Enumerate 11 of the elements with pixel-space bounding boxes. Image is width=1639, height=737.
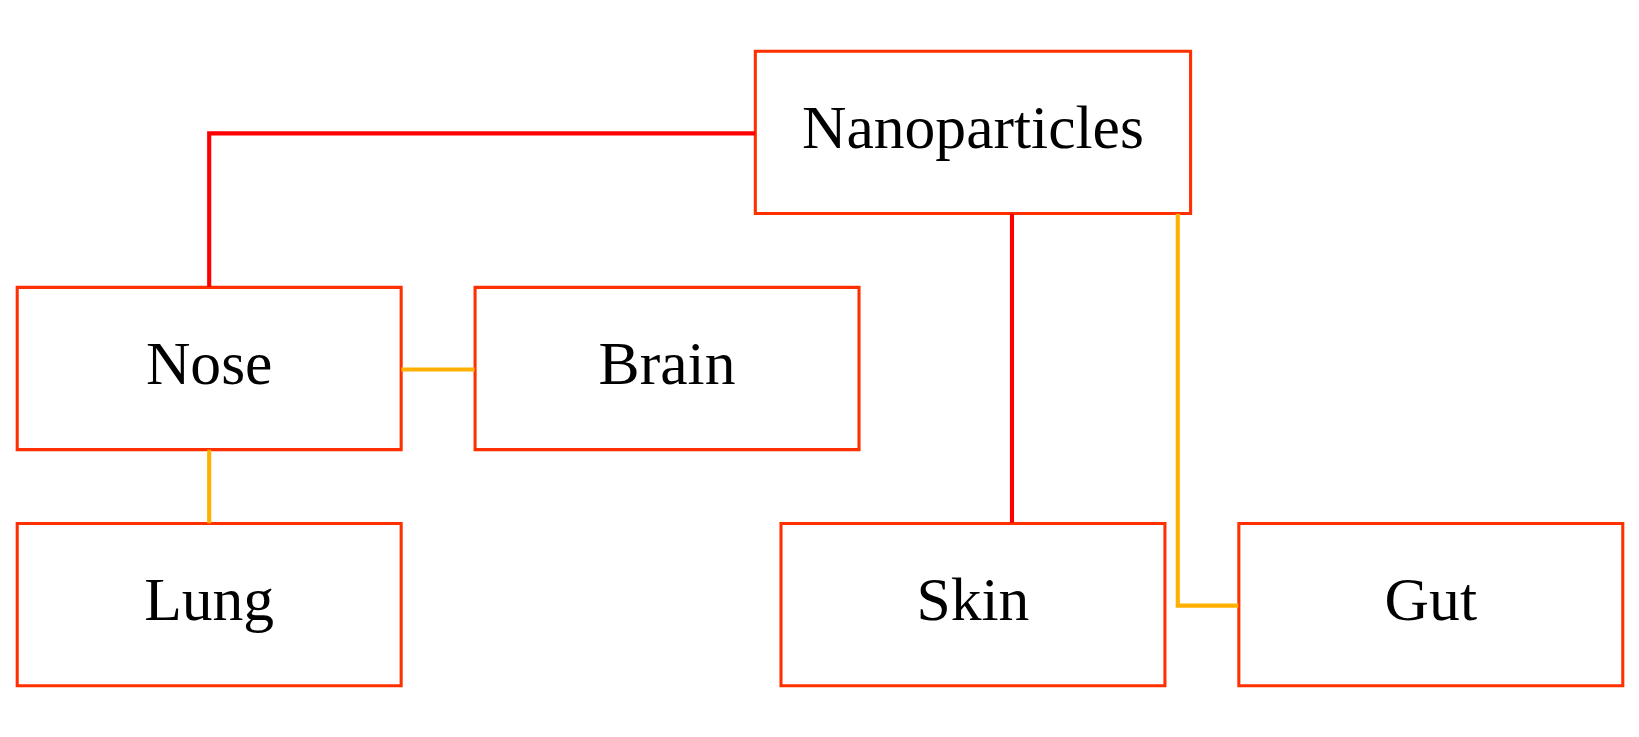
node-box: Brain	[473, 285, 861, 452]
connector	[1175, 213, 1238, 608]
node-box: Nanoparticles	[753, 49, 1192, 216]
connector	[400, 367, 475, 372]
node-box: Gut	[1236, 521, 1624, 688]
node-box: Nose	[15, 285, 403, 452]
node-box: Lung	[15, 521, 403, 688]
connector	[1009, 213, 1014, 523]
connector	[206, 131, 755, 287]
node-box: Skin	[778, 521, 1166, 688]
connector	[206, 449, 211, 524]
